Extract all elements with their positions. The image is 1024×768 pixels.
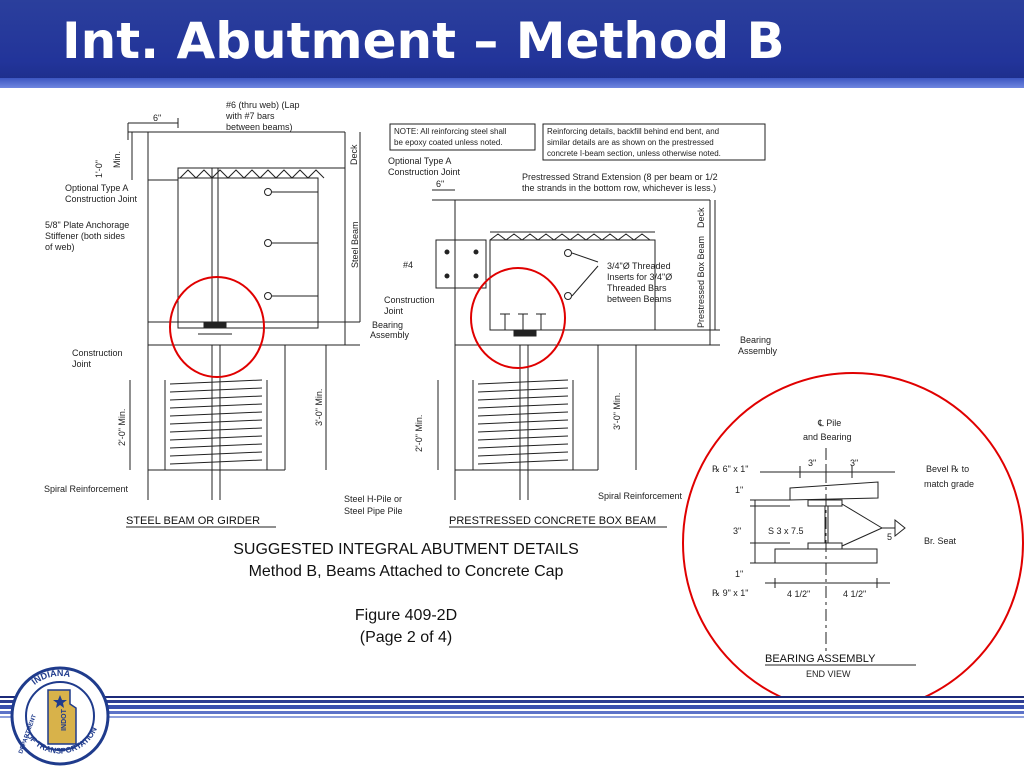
steel-optional-joint-2: Construction Joint [65, 194, 138, 204]
box-optional-joint-1: Optional Type A [388, 156, 451, 166]
steel-rebar-note-2: with #7 bars [225, 111, 275, 121]
box-threaded-4: between Beams [607, 294, 672, 304]
box-note-epoxy-1: NOTE: All reinforcing steel shall [394, 127, 507, 136]
figure-number: Figure 409-2D [355, 607, 457, 624]
box-note-epoxy-2: be epoxy coated unless noted. [394, 138, 503, 147]
steel-plate-note-2: Stiffener (both sides [45, 231, 125, 241]
bearing-dim-1a: 1" [735, 485, 743, 495]
bearing-dim-1b: 1" [735, 569, 743, 579]
svg-text:#6 (thru web) (Lap: #6 (thru web) (Lap [226, 100, 300, 110]
box-bar-4: #4 [403, 260, 413, 270]
box-heading: PRESTRESSED CONCRETE BOX BEAM [449, 515, 656, 527]
bearing-dim-3a: 3" [808, 458, 816, 468]
bearing-bevel-2: match grade [924, 479, 974, 489]
highlight-circle-bearing [682, 372, 1024, 698]
bearing-dim-3b: 3" [850, 458, 858, 468]
steel-dim-3ft: 3'-0" Min. [314, 389, 324, 426]
box-note-details-2: similar details are as shown on the pres… [547, 138, 714, 147]
steel-min-label: Min. [112, 151, 122, 168]
steel-dim-2ft: 2'-0" Min. [117, 409, 127, 446]
bearing-heading: BEARING ASSEMBLY [765, 653, 876, 665]
steel-plate-note-3: of web) [45, 242, 75, 252]
steel-heading: STEEL BEAM OR GIRDER [126, 515, 260, 527]
footer-stripes [0, 696, 1024, 726]
box-dim-6in: 6" [436, 179, 444, 189]
box-strand-note-2: the strands in the bottom row, whichever… [522, 183, 716, 193]
steel-bearing-2: Assembly [370, 330, 410, 340]
title-band-shine [0, 78, 1024, 88]
bearing-beam-size: S 3 x 7.5 [768, 526, 804, 536]
highlight-circle-steel [169, 276, 265, 378]
box-beam-label: Prestressed Box Beam [696, 236, 706, 328]
bearing-assembly-detail [750, 448, 906, 655]
steel-optional-joint-1: Optional Type A [65, 183, 128, 193]
box-construction-joint-1: Construction [384, 295, 435, 305]
title-band: Int. Abutment – Method B [0, 0, 1024, 88]
bearing-dim-4a: 4 1/2" [787, 589, 810, 599]
steel-spiral-label: Spiral Reinforcement [44, 484, 129, 494]
bearing-plate-bot: ℞ 9" x 1" [712, 588, 748, 598]
bearing-and-bearing: and Bearing [803, 432, 852, 442]
steel-pile-2: Steel Pipe Pile [344, 506, 403, 516]
box-threaded-1: 3/4"Ø Threaded [607, 261, 671, 271]
svg-text:between beams): between beams) [226, 122, 293, 132]
steel-pile-1: Steel H-Pile or [344, 494, 402, 504]
steel-beam-section [127, 118, 361, 500]
bearing-dim-4b: 4 1/2" [843, 589, 866, 599]
bearing-seat: Br. Seat [924, 536, 957, 546]
box-threaded-2: Inserts for 3/4"Ø [607, 272, 672, 282]
bearing-dim-3c: 3" [733, 526, 741, 536]
bearing-sub: END VIEW [806, 669, 851, 679]
box-threaded-3: Threaded Bars [607, 283, 667, 293]
steel-rebar-note-1: #6 (thru web) (Lap [226, 100, 300, 110]
steel-deck-label: Deck [349, 144, 359, 165]
box-strand-note-1: Prestressed Strand Extension (8 per beam… [522, 172, 718, 182]
box-spiral-label: Spiral Reinforcement [598, 491, 683, 501]
steel-bearing-1: Bearing [372, 320, 403, 330]
seal-text-center: INDOT [61, 708, 68, 731]
abutment-drawing: #6 (thru web) (Lap with #7 bars between … [44, 100, 1024, 698]
box-deck-label: Deck [696, 207, 706, 228]
highlight-circle-box [470, 267, 566, 369]
box-dim-3ft: 3'-0" Min. [612, 393, 622, 430]
steel-construction-joint-1: Construction [72, 348, 123, 358]
box-note-details-3: concrete I-beam section, unless otherwis… [547, 149, 721, 158]
box-dim-2ft: 2'-0" Min. [414, 415, 424, 452]
slide-title: Int. Abutment – Method B [62, 12, 785, 70]
bearing-weld: 5 [887, 532, 892, 542]
svg-text:with #7 bars: with #7 bars [225, 111, 275, 121]
box-beam-section [432, 189, 720, 500]
page-note: (Page 2 of 4) [360, 629, 453, 646]
steel-plate-note-1: 5/8" Plate Anchorage [45, 220, 129, 230]
steel-dim-1ft: 1'-0" [94, 160, 104, 178]
box-note-details-1: Reinforcing details, backfill behind end… [547, 127, 719, 136]
box-bearing-1: Bearing [740, 335, 771, 345]
steel-dim-6in: 6" [153, 113, 161, 123]
steel-rebar-note-3: between beams) [226, 122, 293, 132]
bearing-plate-top: ℞ 6" x 1" [712, 464, 748, 474]
box-optional-joint-2: Construction Joint [388, 167, 461, 177]
caption-line-2: Method B, Beams Attached to Concrete Cap [249, 563, 564, 580]
steel-construction-joint-2: Joint [72, 359, 92, 369]
bearing-bevel-1: Bevel ℞ to [926, 464, 969, 474]
bearing-cl-pile: ℄ Pile [817, 418, 841, 428]
box-construction-joint-2: Joint [384, 306, 404, 316]
box-bearing-2: Assembly [738, 346, 778, 356]
steel-beam-label: Steel Beam [350, 221, 360, 268]
caption-line-1: SUGGESTED INTEGRAL ABUTMENT DETAILS [233, 541, 579, 558]
indot-seal-logo: INDIANA OF TRANSPORTATION DEPARTMENT IND… [10, 666, 110, 766]
